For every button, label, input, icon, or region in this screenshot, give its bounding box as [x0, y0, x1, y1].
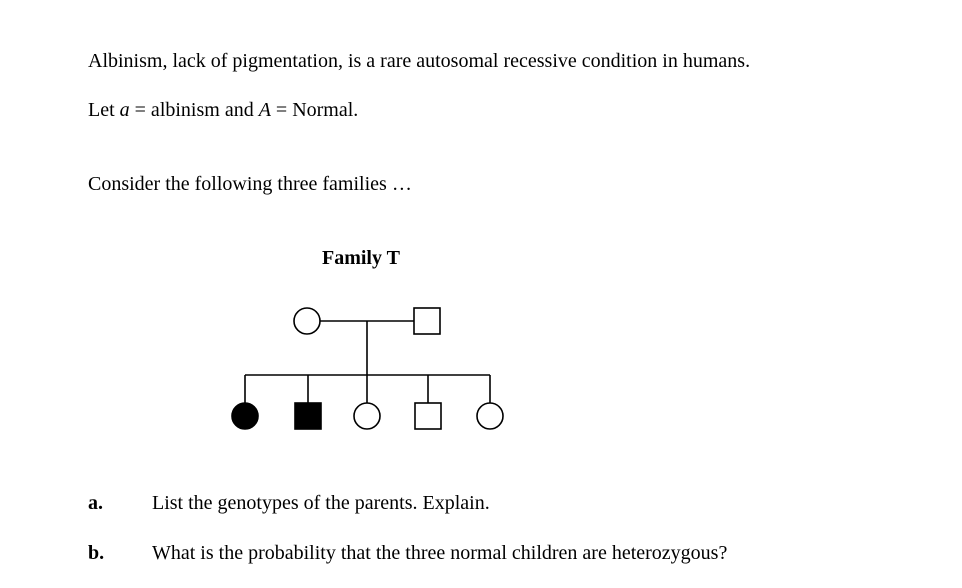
recessive-allele-meaning: = albinism and: [129, 99, 259, 121]
question-a-text: List the genotypes of the parents. Expla…: [152, 492, 490, 514]
recessive-allele-symbol: a: [119, 99, 130, 121]
pedigree-title: Family T: [322, 247, 400, 269]
question-b-label: b.: [88, 542, 105, 564]
child-daughter-unaffected: [476, 402, 504, 430]
dominant-allele-meaning: = Normal.: [270, 99, 359, 121]
allele-definition: Let a = albinism and A = Normal.: [88, 98, 358, 122]
child-daughter-unaffected: [353, 402, 381, 430]
pedigree-lines: [244, 320, 491, 403]
question-a-label: a.: [88, 492, 103, 514]
child-son-affected: [294, 402, 322, 430]
consider-families-text: Consider the following three families …: [88, 173, 412, 195]
intro-sentence: Albinism, lack of pigmentation, is a rar…: [88, 50, 751, 72]
parent-father-unaffected: [413, 307, 441, 335]
child-daughter-affected: [231, 402, 259, 430]
let-prefix: Let: [88, 99, 120, 121]
parent-mother-unaffected: [293, 307, 321, 335]
question-b-text: What is the probability that the three n…: [152, 542, 728, 564]
child-son-unaffected: [414, 402, 442, 430]
dominant-allele-symbol: A: [258, 99, 271, 121]
